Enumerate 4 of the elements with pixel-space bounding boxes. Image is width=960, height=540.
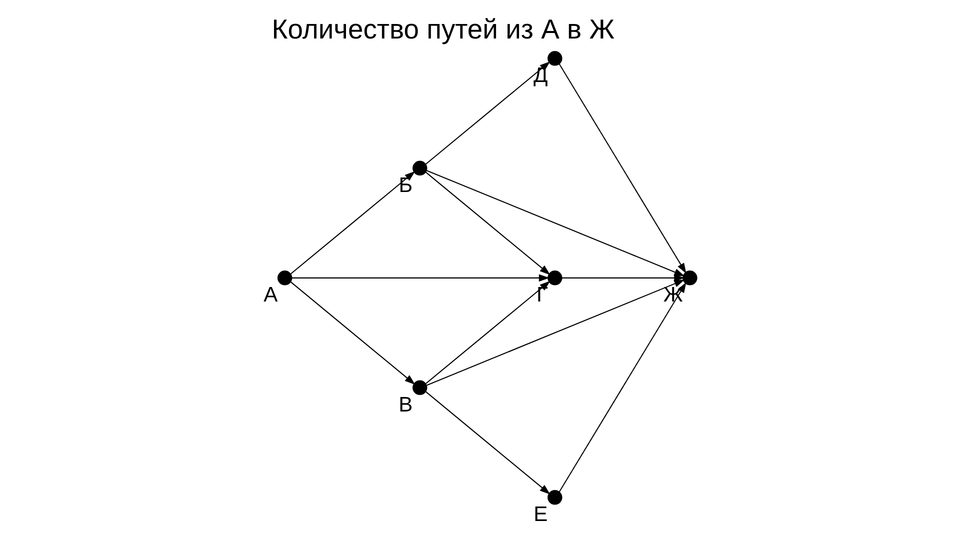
diagram-title: Количество путей из А в Ж	[272, 14, 615, 45]
node-label: А	[264, 284, 278, 307]
node-label: Е	[534, 503, 548, 526]
node-label: В	[398, 393, 413, 416]
